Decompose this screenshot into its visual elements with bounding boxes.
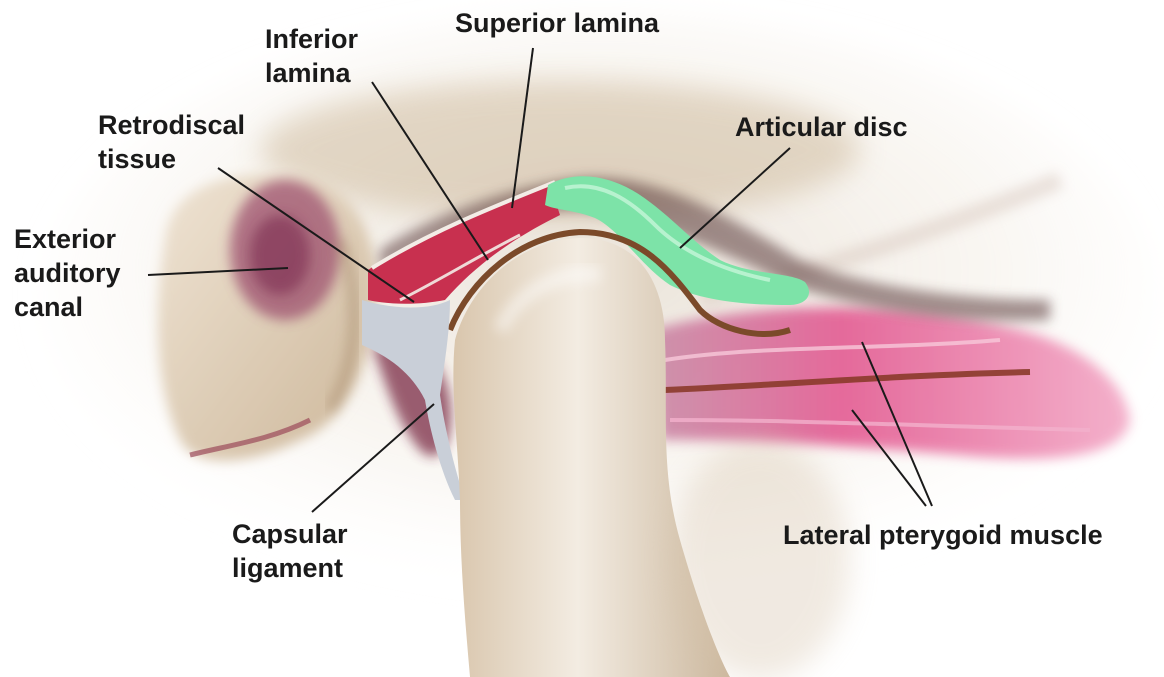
label-articular-disc-text: Articular disc — [735, 110, 908, 144]
label-exterior-auditory-canal-line-2: auditory — [14, 256, 121, 290]
label-capsular-ligament: Capsular ligament — [232, 517, 348, 585]
label-superior-lamina-text: Superior lamina — [455, 6, 659, 40]
label-lateral-pterygoid-muscle-text: Lateral pterygoid muscle — [783, 518, 1103, 552]
label-articular-disc: Articular disc — [735, 110, 908, 144]
label-lateral-pterygoid-muscle: Lateral pterygoid muscle — [783, 518, 1103, 552]
label-capsular-ligament-line-1: Capsular — [232, 517, 348, 551]
label-retrodiscal-tissue-line-1: Retrodiscal — [98, 108, 245, 142]
label-exterior-auditory-canal-line-3: canal — [14, 290, 121, 324]
ramus-shadow — [670, 440, 850, 677]
label-exterior-auditory-canal-line-1: Exterior — [14, 222, 121, 256]
label-inferior-lamina-line-1: Inferior — [265, 22, 358, 56]
label-retrodiscal-tissue-line-2: tissue — [98, 142, 245, 176]
label-inferior-lamina-line-2: lamina — [265, 56, 358, 90]
label-superior-lamina: Superior lamina — [455, 6, 659, 40]
label-capsular-ligament-line-2: ligament — [232, 551, 348, 585]
label-exterior-auditory-canal: Exterior auditory canal — [14, 222, 121, 324]
label-inferior-lamina: Inferior lamina — [265, 22, 358, 90]
label-retrodiscal-tissue: Retrodiscal tissue — [98, 108, 245, 176]
